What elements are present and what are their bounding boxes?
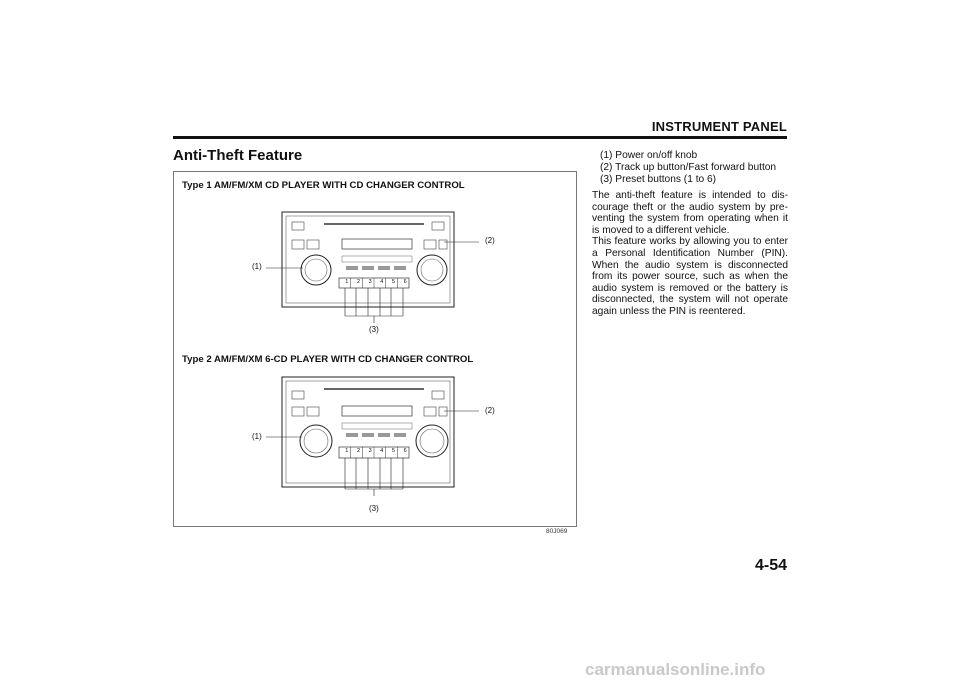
legend-item: (2) Track up button/Fast forward button [600,161,777,173]
header-rule [173,136,787,139]
preset-6: 6 [403,279,407,285]
legend-item: (3) Preset buttons (1 to 6) [600,173,717,185]
type1-preset-labels: 1 2 3 4 5 6 [341,279,411,285]
type2-callout-1: (1) [252,432,262,441]
preset-2: 2 [356,448,361,454]
preset-5: 5 [391,279,395,285]
type2-callout-2: (2) [485,406,495,415]
body-text: The anti-theft feature is intended to di… [592,190,788,318]
type1-callout-1: (1) [252,262,262,271]
watermark-text: carmanualsonline.info [585,660,766,679]
type2-label: Type 2 AM/FM/XM 6-CD PLAYER WITH CD CHAN… [182,354,474,365]
preset-3: 3 [368,448,372,454]
preset-4: 4 [380,279,384,285]
preset-5: 5 [391,448,395,454]
paragraph: The anti-theft feature is intended to di… [592,190,788,236]
legend-item: (1) Power on/off knob [600,150,698,161]
type1-label: Type 1 AM/FM/XM CD PLAYER WITH CD CHANGE… [182,180,465,191]
callout-legend: (1) Power on/off knob (2) Track up butto… [600,150,776,185]
type1-radio-illustration [266,211,479,323]
type2-radio-illustration [266,376,479,496]
preset-3: 3 [368,279,372,285]
figure-code: 80J069 [546,528,568,535]
preset-1: 1 [345,279,349,285]
preset-1: 1 [345,448,349,454]
type2-preset-labels: 1 2 3 4 5 6 [341,448,411,454]
paragraph: This feature works by allowing you to en… [592,236,788,317]
page-number: 4-54 [754,557,787,574]
type1-callout-3: (3) [369,325,379,334]
radio-figure: Type 1 AM/FM/XM CD PLAYER WITH CD CHANGE… [173,171,577,527]
type1-callout-2: (2) [485,236,495,245]
type2-callout-3: (3) [369,504,379,513]
preset-2: 2 [356,279,361,285]
preset-4: 4 [380,448,384,454]
preset-6: 6 [403,448,407,454]
section-title: Anti-Theft Feature [173,147,303,164]
running-header: INSTRUMENT PANEL [651,119,787,134]
